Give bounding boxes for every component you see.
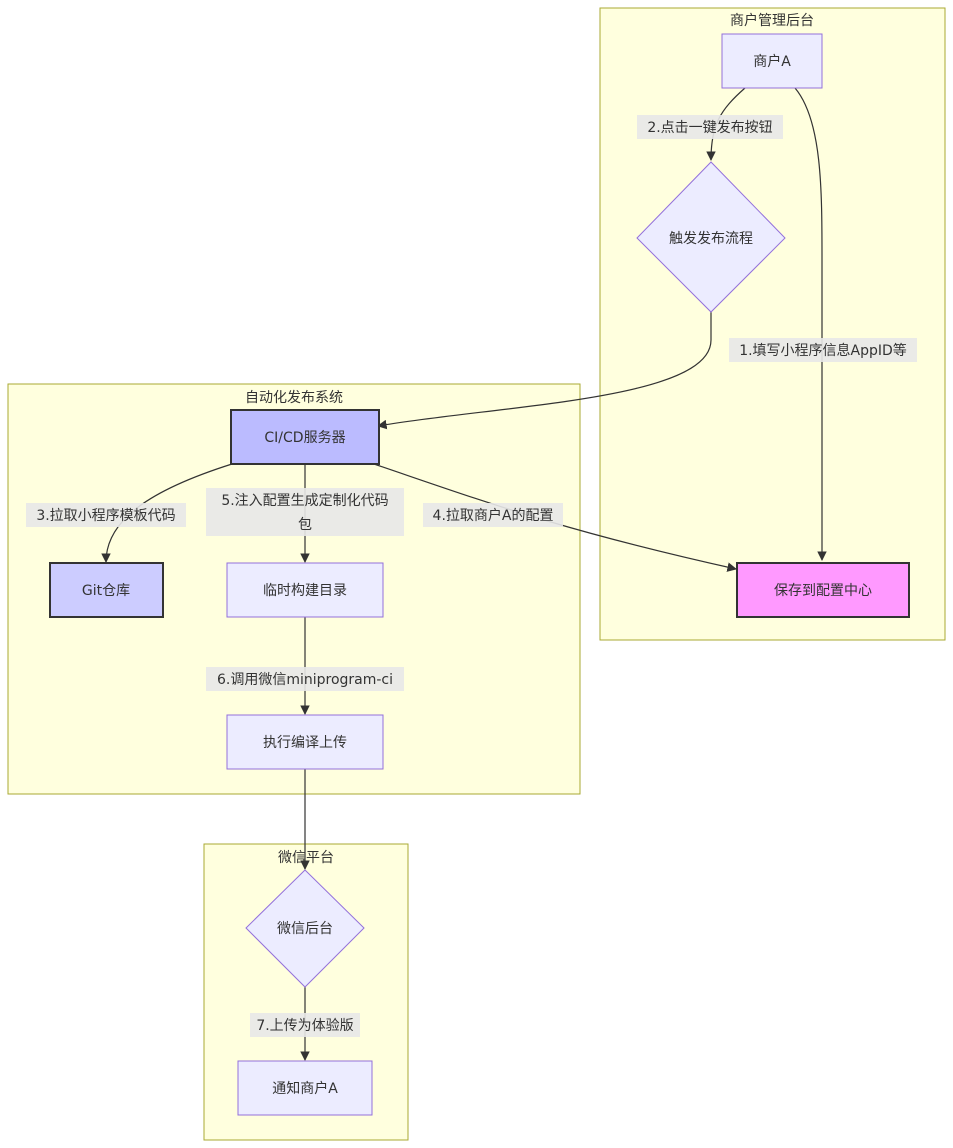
edge-label-7: 7.上传为体验版 (250, 1013, 360, 1037)
cluster-autopublish-title: 自动化发布系统 (245, 390, 343, 406)
node-git-repo: Git仓库 (49, 562, 164, 618)
node-wechat-label: 微信后台 (277, 921, 333, 937)
edge-trigger-to-ci (377, 312, 712, 430)
node-config-center: 保存到配置中心 (736, 562, 910, 618)
node-temp-build-dir: 临时构建目录 (226, 562, 384, 618)
node-notify-merchant: 通知商户A (237, 1060, 373, 1116)
node-trigger-label: 触发发布流程 (669, 231, 753, 247)
svg-text:4.拉取商户A的配置: 4.拉取商户A的配置 (433, 507, 554, 524)
node-wechat-backend: 微信后台 (245, 869, 365, 988)
edge-label-1: 1.填写小程序信息AppID等 (729, 338, 917, 362)
node-tempdir-label: 临时构建目录 (263, 583, 347, 599)
node-config-center-label: 保存到配置中心 (774, 583, 872, 599)
node-compile-label: 执行编译上传 (263, 735, 347, 751)
edge-label-2: 2.点击一键发布按钮 (637, 115, 783, 139)
svg-text:包: 包 (298, 517, 312, 533)
svg-text:7.上传为体验版: 7.上传为体验版 (256, 1018, 353, 1034)
cluster-merchant-admin: 商户管理后台 (599, 7, 946, 641)
node-trigger-publish: 触发发布流程 (636, 161, 786, 313)
svg-text:1.填写小程序信息AppID等: 1.填写小程序信息AppID等 (739, 342, 907, 359)
edge-merchant-to-config (794, 87, 827, 561)
edge-label-5: 5.注入配置生成定制化代码 包 (206, 488, 404, 536)
svg-text:5.注入配置生成定制化代码: 5.注入配置生成定制化代码 (221, 493, 388, 509)
node-ci-label: CI/CD服务器 (264, 430, 345, 446)
edge-label-6: 6.调用微信miniprogram-ci (206, 667, 404, 691)
node-merchant-a-label: 商户A (753, 53, 791, 70)
svg-text:3.拉取小程序模板代码: 3.拉取小程序模板代码 (36, 508, 175, 524)
node-ci-server: CI/CD服务器 (230, 409, 380, 465)
cluster-merchant-title: 商户管理后台 (730, 12, 814, 29)
edge-label-4: 4.拉取商户A的配置 (423, 503, 563, 527)
node-git-label: Git仓库 (82, 583, 130, 599)
node-notify-label: 通知商户A (272, 1080, 338, 1097)
node-merchant-a: 商户A (721, 33, 823, 89)
edge-label-3: 3.拉取小程序模板代码 (26, 503, 186, 527)
node-compile-upload: 执行编译上传 (226, 714, 384, 770)
svg-text:6.调用微信miniprogram-ci: 6.调用微信miniprogram-ci (217, 672, 393, 688)
svg-text:2.点击一键发布按钮: 2.点击一键发布按钮 (647, 120, 772, 136)
cluster-wechat-title: 微信平台 (278, 850, 334, 866)
